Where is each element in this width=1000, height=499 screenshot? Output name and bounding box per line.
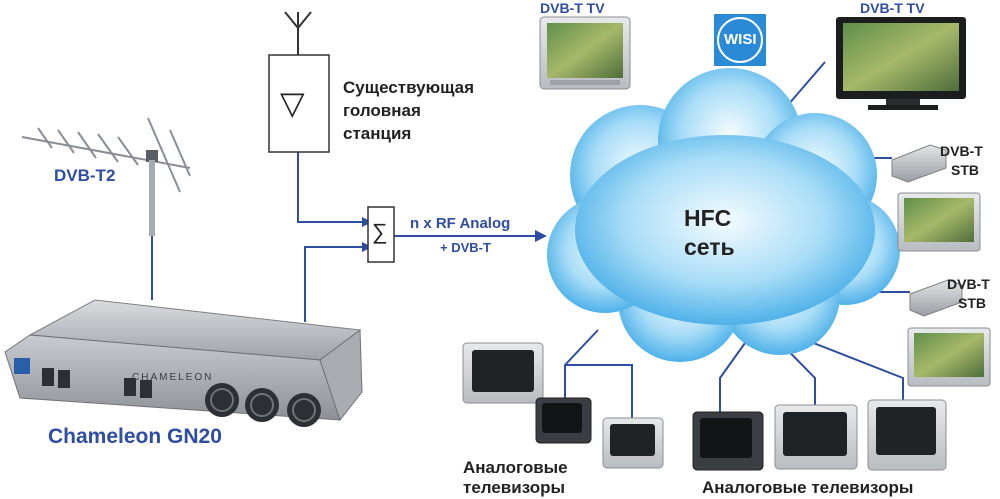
yagi-antenna xyxy=(21,117,191,236)
headend-label-line1: Существующая xyxy=(343,78,475,97)
analog-tv-left-3 xyxy=(602,417,664,469)
device-brand-text: CHAMELEON xyxy=(132,372,214,383)
link-device-to-summer xyxy=(304,246,366,322)
analog-tv-bottom-3 xyxy=(867,399,947,471)
amplifier-icon: ▽ xyxy=(280,85,305,121)
headend-label-line3: станция xyxy=(343,124,412,143)
hfc-cloud xyxy=(547,68,900,362)
dvbt-tv-left xyxy=(539,16,631,90)
arrow-to-summer-top xyxy=(362,217,372,227)
stb2-label-line1: DVB-T xyxy=(947,276,990,292)
fan-grille-2 xyxy=(245,388,279,422)
dvbt-tv-right xyxy=(836,17,966,110)
plus-dvbt-label: + DVB-T xyxy=(440,240,491,255)
fan-grille-1 xyxy=(205,383,239,417)
link-headend-to-summer xyxy=(297,152,366,223)
wisi-logo-text: WISI xyxy=(724,31,757,48)
tv-right-label: DVB-T TV xyxy=(860,0,925,16)
rf-analog-label: n x RF Analog xyxy=(410,215,511,232)
stb1-label-line1: DVB-T xyxy=(940,143,983,159)
chameleon-device xyxy=(4,299,363,427)
headend-station xyxy=(268,11,330,153)
arrow-to-cloud xyxy=(535,230,547,242)
summer-icon: ∑ xyxy=(372,219,388,244)
arrow-to-summer-bottom xyxy=(362,242,372,252)
wisi-logo xyxy=(714,14,766,66)
stb-2-tv xyxy=(907,327,991,387)
device-badge xyxy=(14,358,30,374)
hfc-label-line2: сеть xyxy=(684,234,735,260)
analog-left-label-line2: телевизоры xyxy=(463,478,566,497)
analog-bottom-label: Аналоговые телевизоры xyxy=(702,478,914,497)
stb-2 xyxy=(909,279,963,317)
headend-label-line2: головная xyxy=(343,101,421,120)
link-cloud-to-analog-left xyxy=(564,329,633,418)
analog-tv-left-2 xyxy=(535,397,592,444)
analog-tv-left-1 xyxy=(462,342,544,404)
stb2-label-line2: STB xyxy=(958,295,986,311)
device-name-label: Chameleon GN20 xyxy=(48,425,222,448)
summer-box xyxy=(367,206,395,263)
tv-left-label: DVB-T TV xyxy=(540,0,605,16)
dvbt2-label: DVB-T2 xyxy=(54,166,116,185)
fan-grille-3 xyxy=(287,393,321,427)
stb-1-tv xyxy=(897,192,981,252)
hfc-label-line1: HFC xyxy=(684,205,732,231)
stb-1 xyxy=(891,144,947,183)
analog-left-label-line1: Аналоговые xyxy=(463,458,568,477)
analog-tv-bottom-1 xyxy=(692,411,764,471)
analog-tv-bottom-2 xyxy=(774,404,858,470)
stb1-label-line2: STB xyxy=(951,162,979,178)
